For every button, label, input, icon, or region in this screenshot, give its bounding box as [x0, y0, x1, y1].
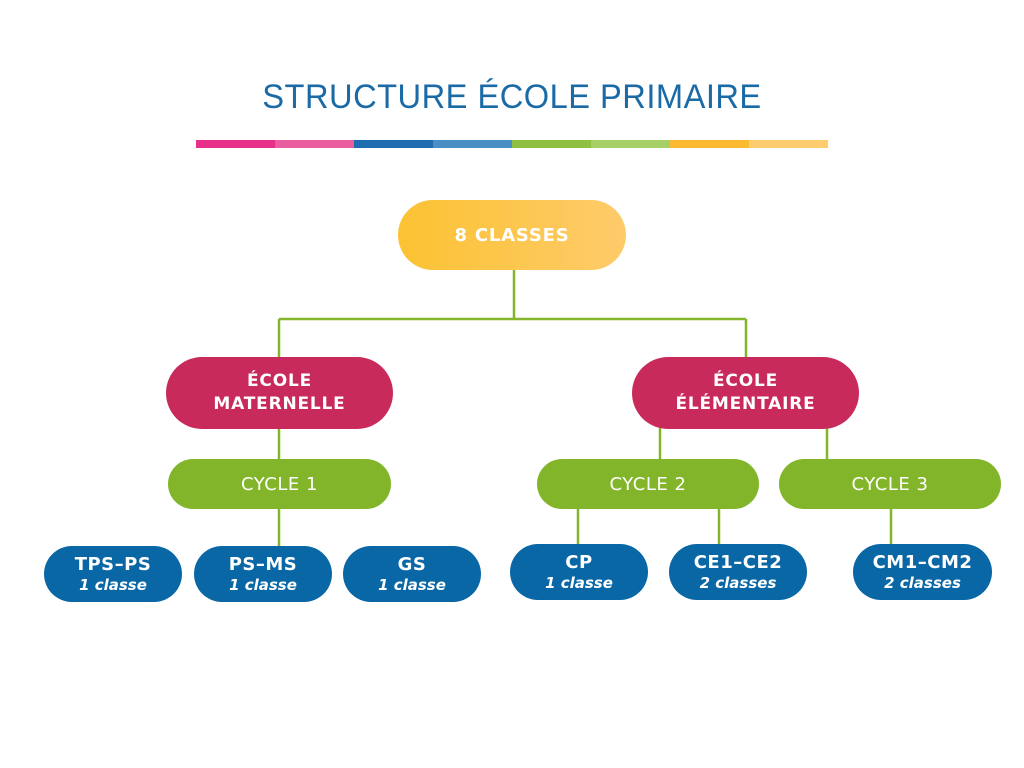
root-node-8-classes: 8 CLASSES	[398, 200, 626, 270]
stripe-segment	[354, 140, 433, 148]
school-label-line1: ÉCOLE	[247, 371, 312, 391]
school-node-maternelle: ÉCOLE MATERNELLE	[166, 357, 393, 429]
class-label: CE1–CE2	[693, 551, 783, 573]
class-label: CP	[565, 551, 593, 573]
class-node-ce1-ce2: CE1–CE2 2 classes	[669, 544, 807, 600]
class-node-ps-ms: PS–MS 1 classe	[194, 546, 332, 602]
class-node-tps-ps: TPS–PS 1 classe	[44, 546, 182, 602]
stripe-segment	[512, 140, 591, 148]
cycle-label: CYCLE 3	[851, 473, 929, 495]
school-label-line2: MATERNELLE	[213, 394, 346, 414]
school-label-line2: ÉLÉMENTAIRE	[675, 394, 816, 414]
cycle-label: CYCLE 1	[241, 473, 318, 495]
class-label: PS–MS	[228, 553, 298, 575]
class-count: 1 classe	[378, 575, 446, 594]
stripe-segment	[196, 140, 275, 148]
page-title: STRUCTURE ÉCOLE PRIMAIRE	[262, 78, 762, 116]
stripe-segment	[749, 140, 828, 148]
class-label: GS	[397, 553, 427, 575]
class-count: 1 classe	[545, 573, 613, 592]
stripe-segment	[591, 140, 670, 148]
cycle-node-1: CYCLE 1	[168, 459, 391, 509]
school-label-line1: ÉCOLE	[713, 371, 778, 391]
class-count: 2 classes	[699, 573, 777, 592]
cycle-label: CYCLE 2	[609, 473, 687, 495]
school-node-elementaire: ÉCOLE ÉLÉMENTAIRE	[632, 357, 859, 429]
stripe-segment	[670, 140, 749, 148]
cycle-node-3: CYCLE 3	[779, 459, 1001, 509]
class-label: TPS–PS	[74, 553, 152, 575]
root-label: 8 CLASSES	[454, 224, 570, 246]
class-node-gs: GS 1 classe	[343, 546, 481, 602]
stripe-segment	[275, 140, 354, 148]
class-count: 1 classe	[229, 575, 297, 594]
class-node-cp: CP 1 classe	[510, 544, 648, 600]
class-count: 2 classes	[884, 573, 961, 592]
cycle-node-2: CYCLE 2	[537, 459, 759, 509]
color-stripe	[196, 140, 828, 148]
stripe-segment	[433, 140, 512, 148]
class-count: 1 classe	[79, 575, 147, 594]
class-label: CM1–CM2	[872, 551, 973, 573]
class-node-cm1-cm2: CM1–CM2 2 classes	[853, 544, 992, 600]
